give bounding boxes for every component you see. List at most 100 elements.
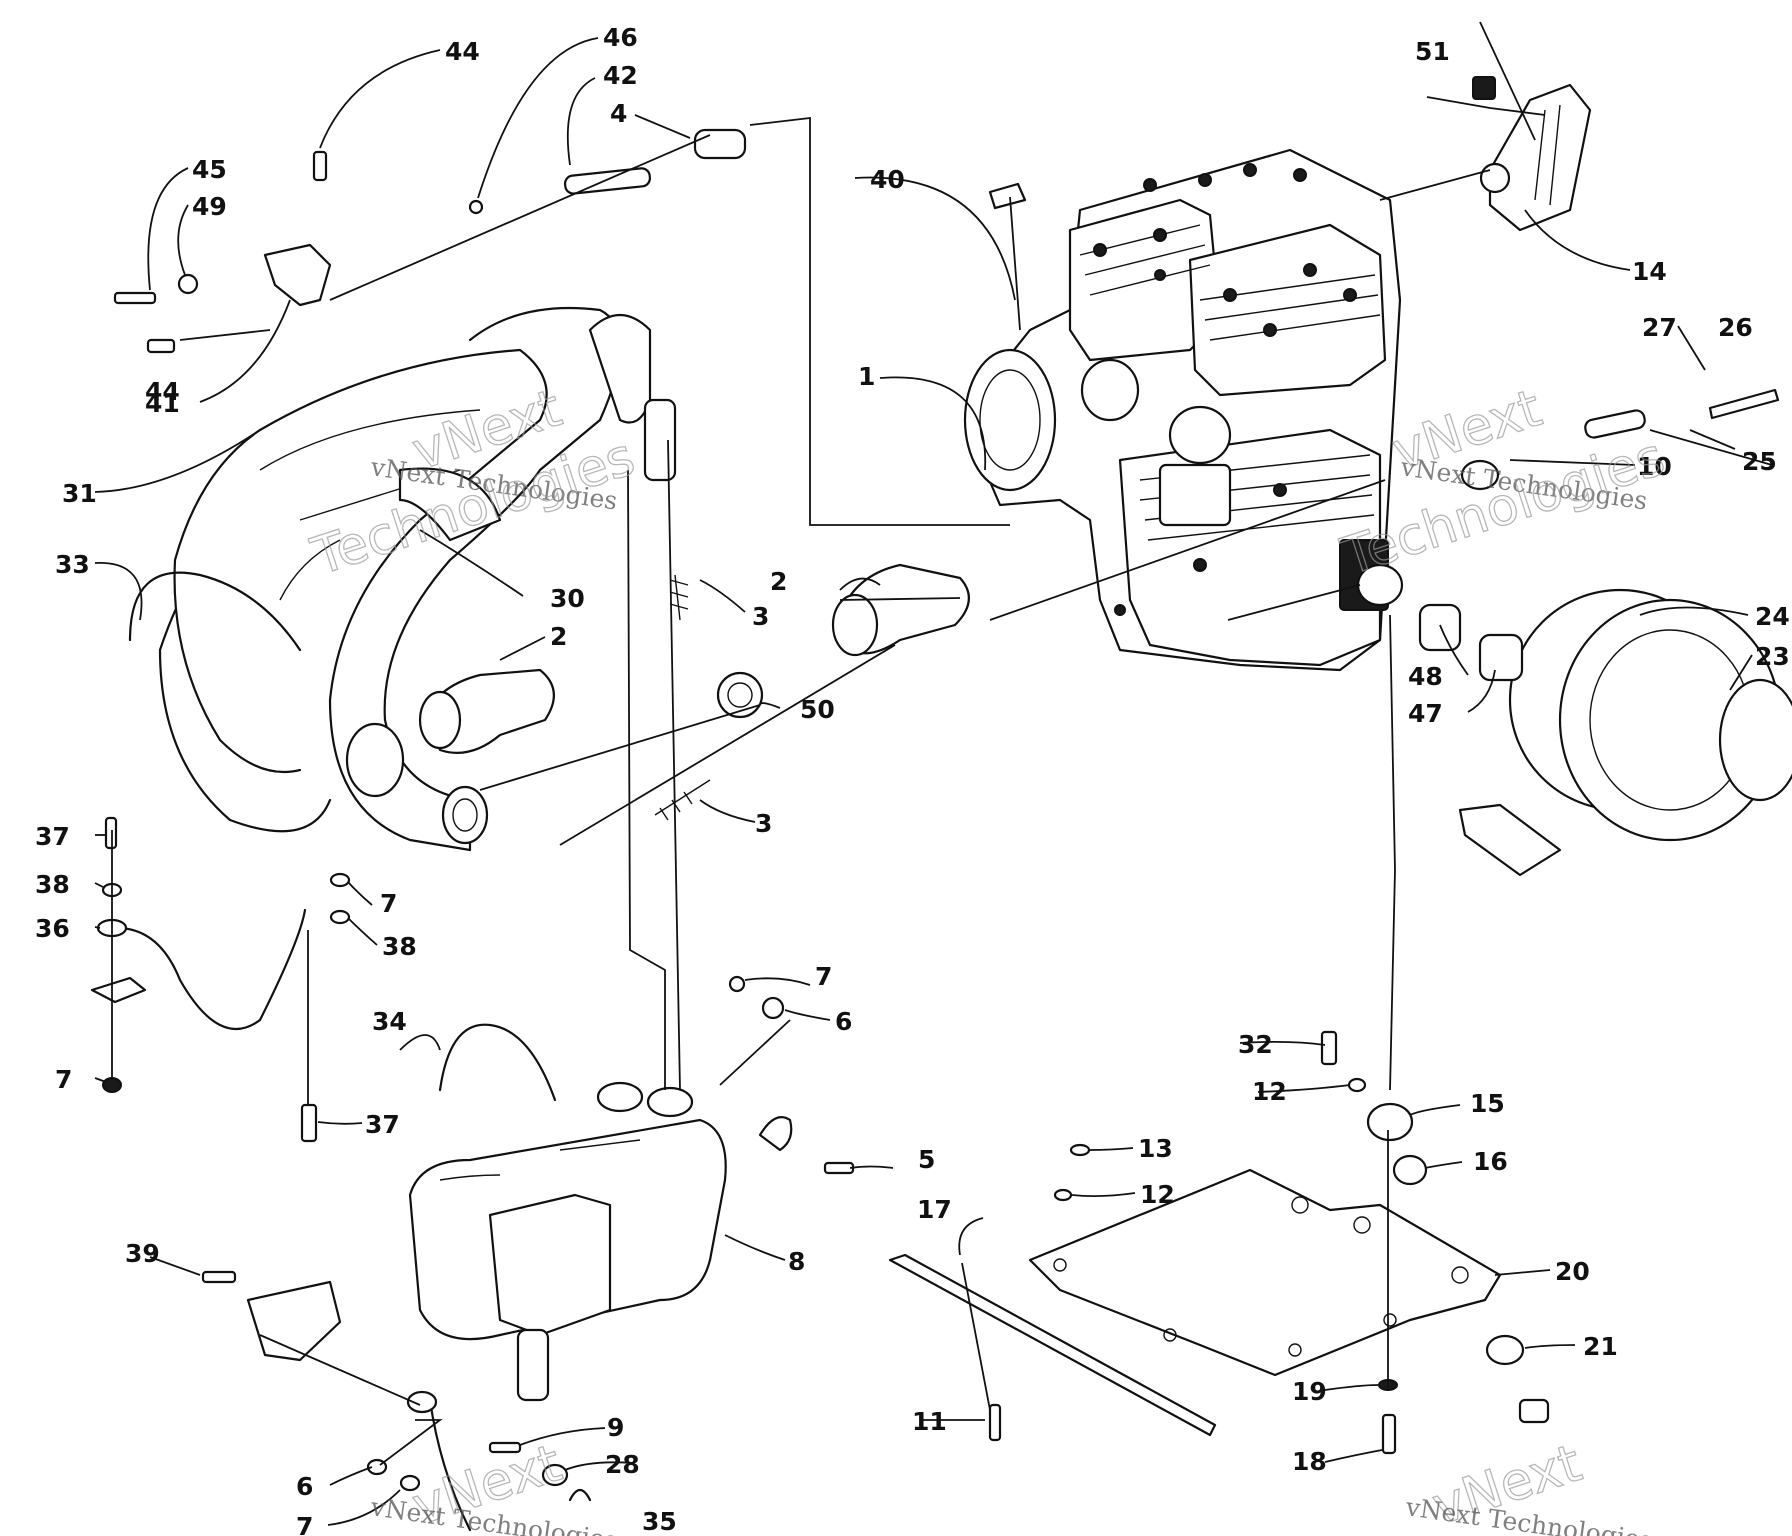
gasket-50 — [716, 671, 764, 719]
callout-6: 6 — [835, 1007, 852, 1036]
engine-mount-47 — [1478, 633, 1524, 682]
callout-37: 37 — [35, 822, 70, 851]
washer-12-lower — [1053, 1188, 1073, 1202]
callout-28: 28 — [605, 1450, 640, 1479]
callout-46: 46 — [603, 23, 638, 52]
callout-35: 35 — [642, 1507, 677, 1536]
callout-38: 38 — [382, 932, 417, 961]
callout-12: 12 — [1252, 1077, 1287, 1106]
mounting-bracket-39 — [246, 1280, 342, 1362]
callout-51: 51 — [1415, 37, 1450, 66]
mount-4 — [693, 128, 747, 160]
callout-2: 2 — [770, 567, 787, 596]
washer-7-bottom — [399, 1474, 421, 1492]
callout-27: 27 — [1642, 313, 1677, 342]
washer-12-top — [1347, 1077, 1367, 1093]
ground-wire-36 — [90, 908, 307, 1031]
clamp-exhaust — [643, 398, 677, 482]
mount-16 — [1392, 1154, 1428, 1186]
callout-5: 5 — [918, 1145, 935, 1174]
callout-25: 25 — [1742, 447, 1777, 476]
callout-1: 1 — [858, 362, 875, 391]
engine-mount-48 — [1418, 603, 1462, 652]
tank-8 — [408, 1081, 727, 1402]
callout-7: 7 — [296, 1512, 313, 1536]
callout-31: 31 — [62, 479, 97, 508]
ring-46 — [468, 199, 484, 215]
callout-20: 20 — [1555, 1257, 1590, 1286]
callout-3: 3 — [755, 809, 772, 838]
callout-2: 2 — [550, 622, 567, 651]
callout-48: 48 — [1408, 662, 1443, 691]
nut-7-bottom — [102, 1077, 122, 1093]
recoil-starter-cover — [1479, 83, 1592, 232]
spring-3-lower — [654, 779, 711, 821]
callout-40: 40 — [870, 165, 905, 194]
callout-47: 47 — [1408, 699, 1443, 728]
washer-13 — [1069, 1143, 1091, 1157]
callout-34: 34 — [372, 1007, 407, 1036]
callout-24: 24 — [1755, 602, 1790, 631]
exhaust-manifold-2-upper — [831, 563, 970, 657]
callout-7: 7 — [815, 962, 832, 991]
callout-39: 39 — [125, 1239, 160, 1268]
bolt-28 — [541, 1463, 569, 1487]
bolt-45 — [113, 291, 157, 305]
callout-21: 21 — [1583, 1332, 1618, 1361]
bolt-37-top — [104, 816, 118, 850]
callout-9: 9 — [607, 1413, 624, 1442]
bolt-39 — [201, 1270, 237, 1284]
callout-3: 3 — [752, 602, 769, 631]
callout-38: 38 — [35, 870, 70, 899]
screw-9 — [488, 1441, 522, 1454]
callout-42: 42 — [603, 61, 638, 90]
bolt-5 — [823, 1161, 855, 1175]
watermarks: vNext vNext Technologies Technologies vN… — [304, 378, 1672, 1536]
mount-15 — [1366, 1102, 1414, 1142]
wire-35 — [428, 1398, 592, 1532]
nut-7-tank — [728, 975, 746, 993]
callout-30: 30 — [550, 584, 585, 613]
bolt-44-bottom — [146, 338, 176, 354]
grommet-6 — [761, 996, 785, 1020]
clip-part — [1472, 76, 1496, 100]
engine-block — [963, 148, 1402, 672]
bolt-37-bottom — [300, 1103, 318, 1143]
callout-7: 7 — [380, 889, 397, 918]
callout-6: 6 — [296, 1472, 313, 1501]
callout-14: 14 — [1632, 257, 1667, 286]
mounting-bracket-41 — [263, 243, 332, 307]
callout-15: 15 — [1470, 1089, 1505, 1118]
callout-12: 12 — [1140, 1180, 1175, 1209]
callout-37: 37 — [365, 1110, 400, 1139]
support-bar-17 — [888, 1253, 1217, 1437]
bolt-18 — [1381, 1413, 1397, 1455]
drive-clutch — [1458, 588, 1792, 877]
callout-18: 18 — [1292, 1447, 1327, 1476]
callout-44: 44 — [445, 37, 480, 66]
pin-10 — [1584, 409, 1646, 439]
callout-36: 36 — [35, 914, 70, 943]
callout-44: 44 — [145, 377, 180, 406]
callout-16: 16 — [1473, 1147, 1508, 1176]
callout-41: 41 — [145, 389, 180, 418]
washer-38-right — [329, 909, 351, 925]
callout-8: 8 — [788, 1247, 805, 1276]
callout-17: 17 — [917, 1195, 952, 1224]
callout-23: 23 — [1755, 642, 1790, 671]
mount-clip — [406, 1390, 438, 1414]
callout-labels: 1 2 2 3 3 4 5 6 6 7 7 7 7 8 9 10 11 12 1… — [35, 23, 1790, 1536]
callout-4: 4 — [610, 99, 627, 128]
nut-49 — [177, 273, 199, 295]
grommet-plate-mount — [1460, 459, 1500, 491]
spacer-42 — [563, 167, 652, 195]
callout-7: 7 — [55, 1065, 72, 1094]
callout-19: 19 — [1292, 1377, 1327, 1406]
hose-33 — [128, 571, 302, 652]
callout-11: 11 — [912, 1407, 947, 1436]
expansion-chamber — [158, 306, 652, 852]
plate-40 — [988, 182, 1027, 210]
callout-32: 32 — [1238, 1030, 1273, 1059]
callout-10: 10 — [1637, 452, 1672, 481]
